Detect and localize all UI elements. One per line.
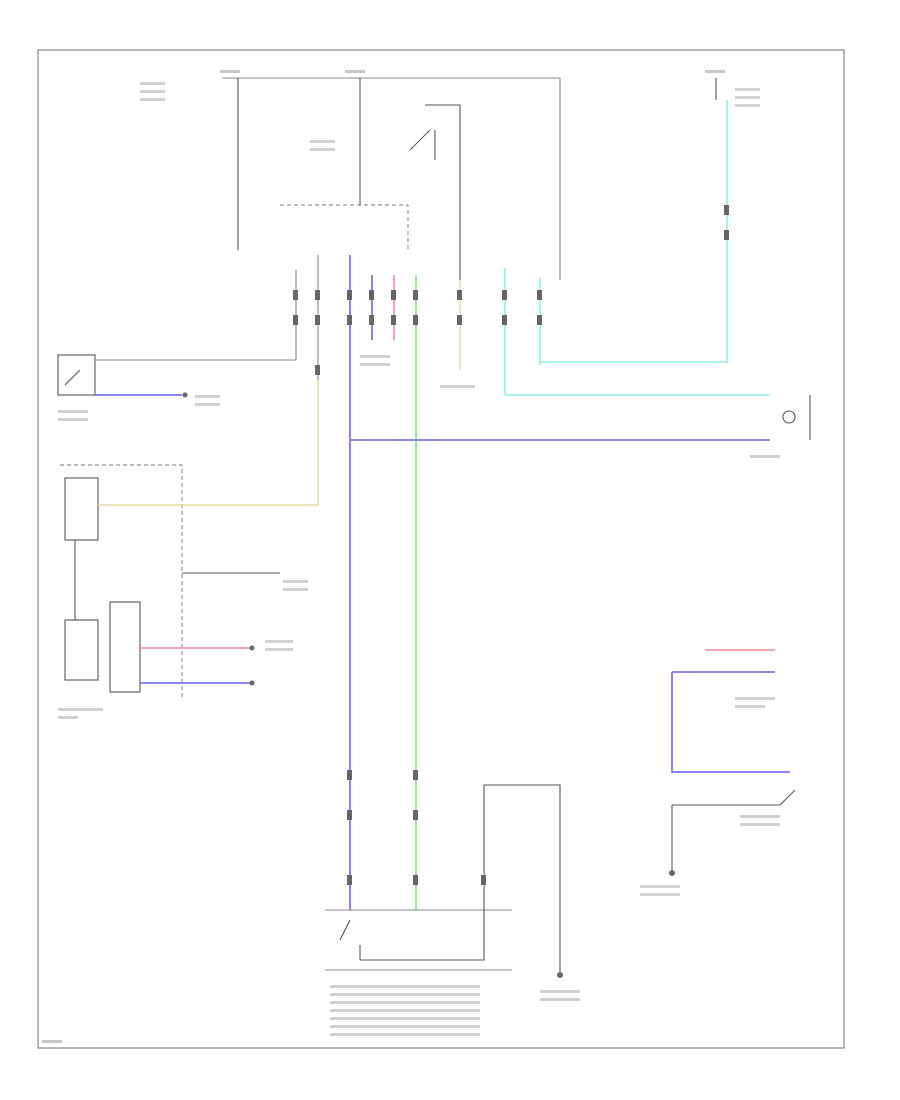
intelligent-key-section xyxy=(669,649,796,876)
switch-icon xyxy=(779,789,796,806)
trunk-lamp xyxy=(782,395,811,440)
fuse-feed-lines xyxy=(222,77,717,280)
wire-label-markers xyxy=(42,70,780,1043)
bcm-box xyxy=(280,204,409,250)
trunk-lid-opener-switch xyxy=(57,354,296,398)
lamp-icon xyxy=(782,410,796,424)
trunk-lid-switch-assembly xyxy=(325,770,563,978)
body-control-module xyxy=(60,380,319,700)
relay-symbol xyxy=(409,104,461,280)
trunk-light-feed xyxy=(350,100,770,441)
connector-blocks xyxy=(293,290,542,375)
switch-icon xyxy=(64,369,81,386)
diagram-frame xyxy=(37,49,845,1049)
